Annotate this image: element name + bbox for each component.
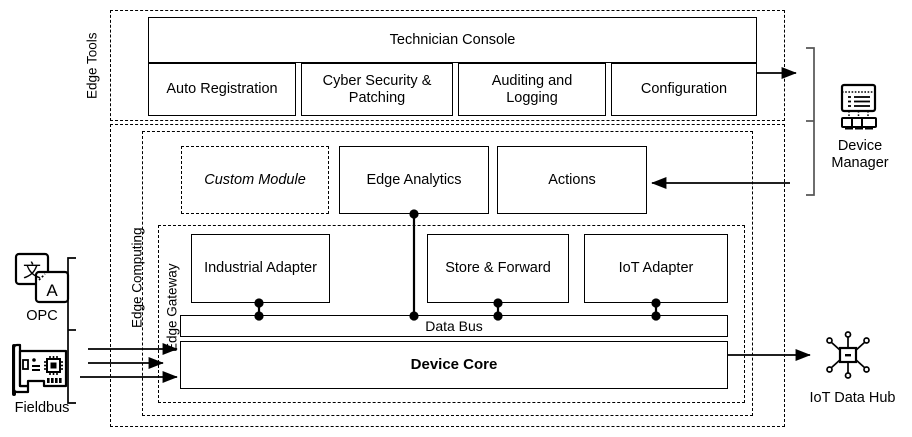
tool-auditing-logging[interactable]: Auditing and Logging (458, 63, 606, 116)
adapter-store-and-forward[interactable]: Store & Forward (427, 234, 569, 303)
edge-gateway-zone (158, 225, 745, 403)
tool-auto-registration[interactable]: Auto Registration (148, 63, 296, 116)
module-actions[interactable]: Actions (497, 146, 647, 214)
tool-configuration[interactable]: Configuration (611, 63, 757, 116)
adapter-industrial-adapter[interactable]: Industrial Adapter (191, 234, 330, 303)
output-label-iot-data-hub: IoT Data Hub (809, 390, 896, 406)
network-card-icon (8, 342, 76, 398)
input-label-opc: OPC (26, 308, 58, 324)
edge-tools-zone (110, 10, 785, 121)
adapter-iot-adapter[interactable]: IoT Adapter (584, 234, 728, 303)
module-custom-module[interactable]: Custom Module (181, 146, 329, 214)
svg-text:A: A (46, 281, 58, 300)
tool-cyber-security-patching[interactable]: Cyber Security & Patching (301, 63, 453, 116)
edge-computing-zone (110, 124, 785, 427)
device-core-bar[interactable]: Device Core (180, 341, 728, 389)
output-label-device-manager: Device Manager (831, 138, 889, 172)
technician-console-box[interactable]: Technician Console (148, 17, 757, 63)
input-label-fieldbus: Fieldbus (14, 400, 70, 416)
data-bus-bar[interactable]: Data Bus (180, 315, 728, 337)
edge-tools-zone-label: Edge Tools (84, 32, 100, 99)
hub-icon (822, 330, 874, 380)
device-manager-icon (827, 83, 889, 135)
svg-text:文: 文 (23, 261, 41, 282)
translate-icon: 文 A (14, 252, 70, 304)
module-edge-analytics[interactable]: Edge Analytics (339, 146, 489, 214)
edge-computing-inner-zone (142, 131, 753, 416)
device-manager-bracket (806, 47, 815, 196)
